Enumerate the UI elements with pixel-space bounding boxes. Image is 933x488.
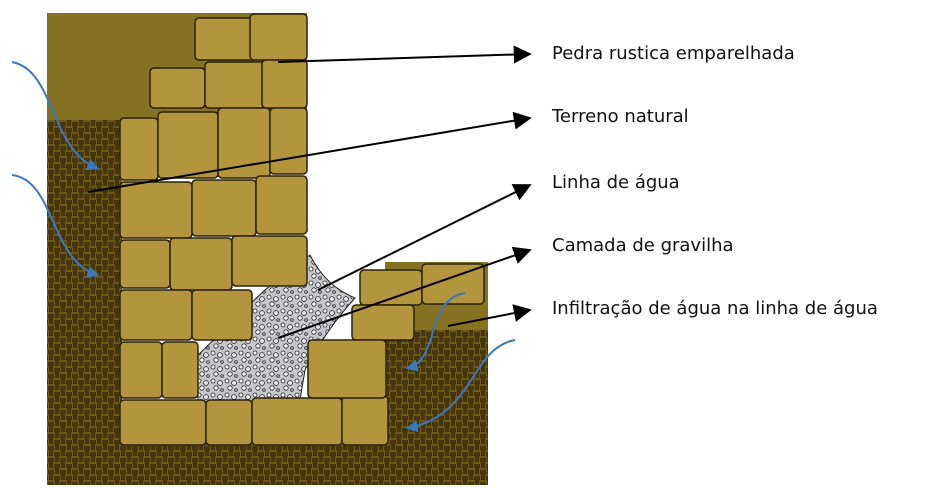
stone-block	[217, 107, 271, 179]
pointer-terreno	[87, 111, 532, 193]
pointer-gravilha	[277, 246, 532, 339]
stone-block	[161, 341, 199, 399]
stone-block	[119, 117, 159, 181]
stone-block	[157, 111, 219, 179]
pointer-infiltracao	[447, 304, 532, 327]
stone-block	[261, 59, 308, 109]
label-pointers	[87, 45, 532, 339]
stone-block	[255, 175, 308, 235]
stone-block	[351, 304, 415, 341]
stone-block	[251, 397, 343, 446]
stone-block	[119, 399, 207, 446]
stone-block	[307, 339, 387, 399]
stone-block	[269, 107, 308, 175]
stone-block	[194, 17, 256, 61]
water-arrow	[405, 339, 516, 433]
stone-block	[169, 237, 233, 291]
label-terreno-natural: Terreno natural	[552, 106, 689, 127]
label-pedra-rustica: Pedra rustica emparelhada	[552, 43, 795, 64]
natural-soil	[47, 120, 488, 485]
label-linha-de-agua: Linha de água	[552, 172, 680, 193]
stone-block	[341, 395, 389, 446]
label-camada-de-gravilha: Camada de gravilha	[552, 235, 734, 256]
stone-block	[421, 263, 485, 305]
water-flow-arrows	[11, 61, 516, 433]
stone-block	[204, 61, 266, 109]
stone-block	[149, 67, 206, 109]
stone-block	[119, 341, 163, 399]
pointer-linha	[317, 184, 532, 291]
label-infiltracao: Infiltração de água na linha de água	[552, 298, 878, 319]
stone-block	[191, 179, 257, 237]
stone-wall	[119, 13, 389, 446]
pointer-pedra	[277, 45, 532, 64]
stone-block	[191, 289, 253, 341]
water-arrow	[11, 174, 100, 278]
stone-block	[359, 269, 423, 306]
stone-block	[119, 239, 171, 289]
stone-block	[119, 181, 193, 239]
stone-block	[119, 289, 193, 341]
stone-block	[231, 235, 308, 287]
stone-block	[249, 13, 308, 61]
stone-steps	[307, 263, 485, 399]
water-arrow	[11, 61, 100, 171]
water-arrow	[405, 292, 466, 372]
stone-block	[205, 399, 253, 446]
